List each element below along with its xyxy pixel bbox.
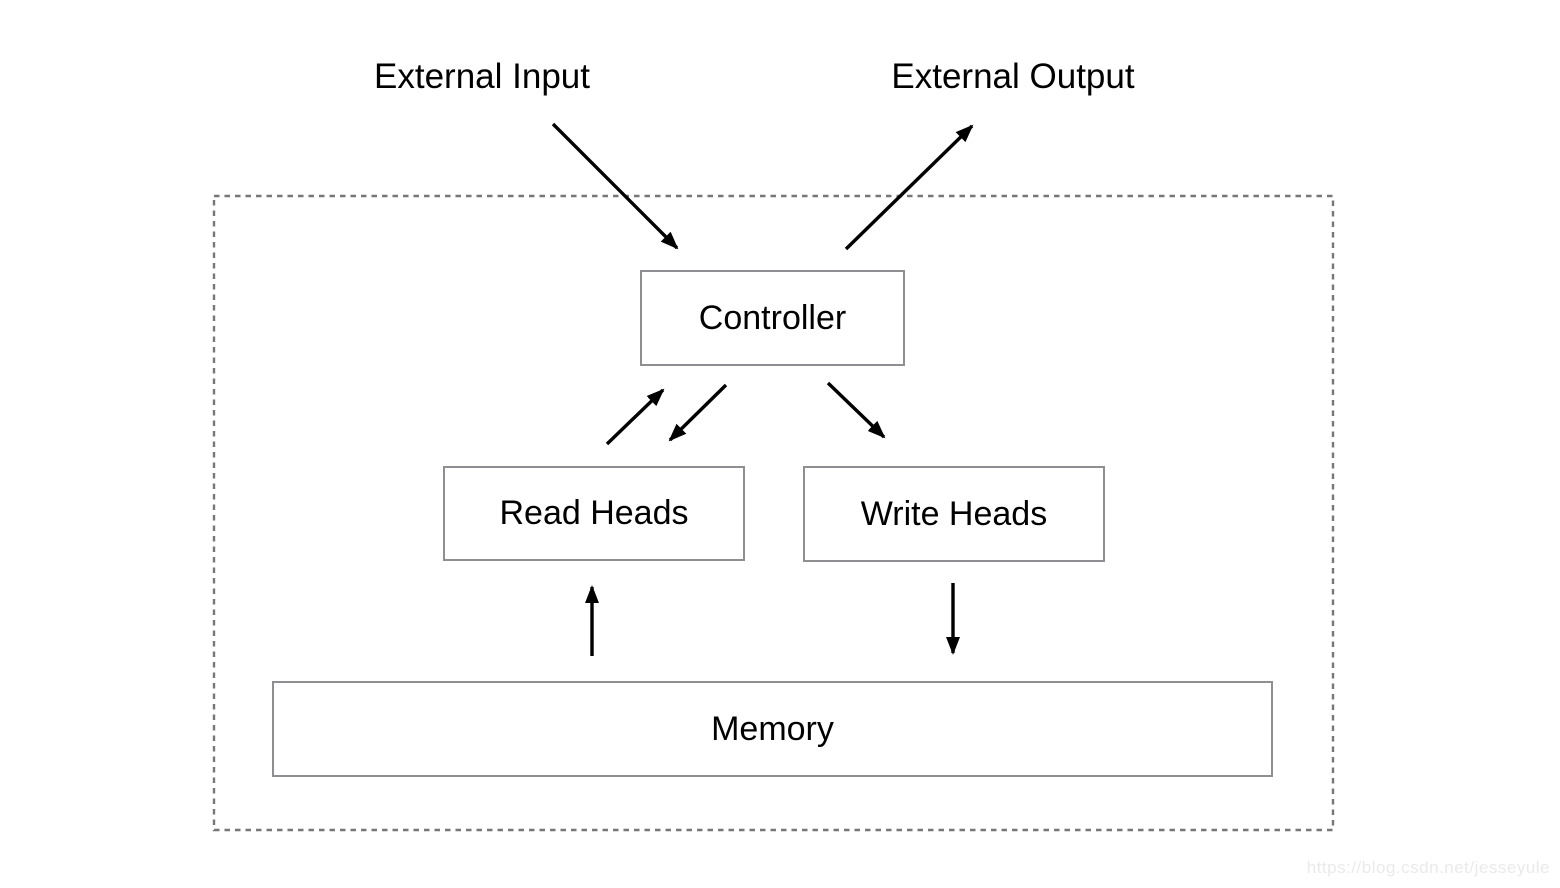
external-output-label: External Output (891, 57, 1135, 96)
arrow-controller-to-external-output (844, 124, 974, 251)
watermark: https://blog.csdn.net/jesseyule (1306, 858, 1550, 877)
arrow-external-input-to-controller (551, 122, 679, 250)
read-heads-node: Read Heads (443, 466, 745, 561)
write-heads-node: Write Heads (803, 466, 1105, 562)
controller-node: Controller (640, 270, 905, 366)
external-input-label: External Input (374, 57, 590, 96)
arrow-controller-to-write-heads (826, 381, 886, 439)
memory-node: Memory (272, 681, 1273, 777)
arrow-controller-to-read-heads (668, 383, 728, 442)
arrow-read-heads-to-controller (605, 388, 665, 446)
